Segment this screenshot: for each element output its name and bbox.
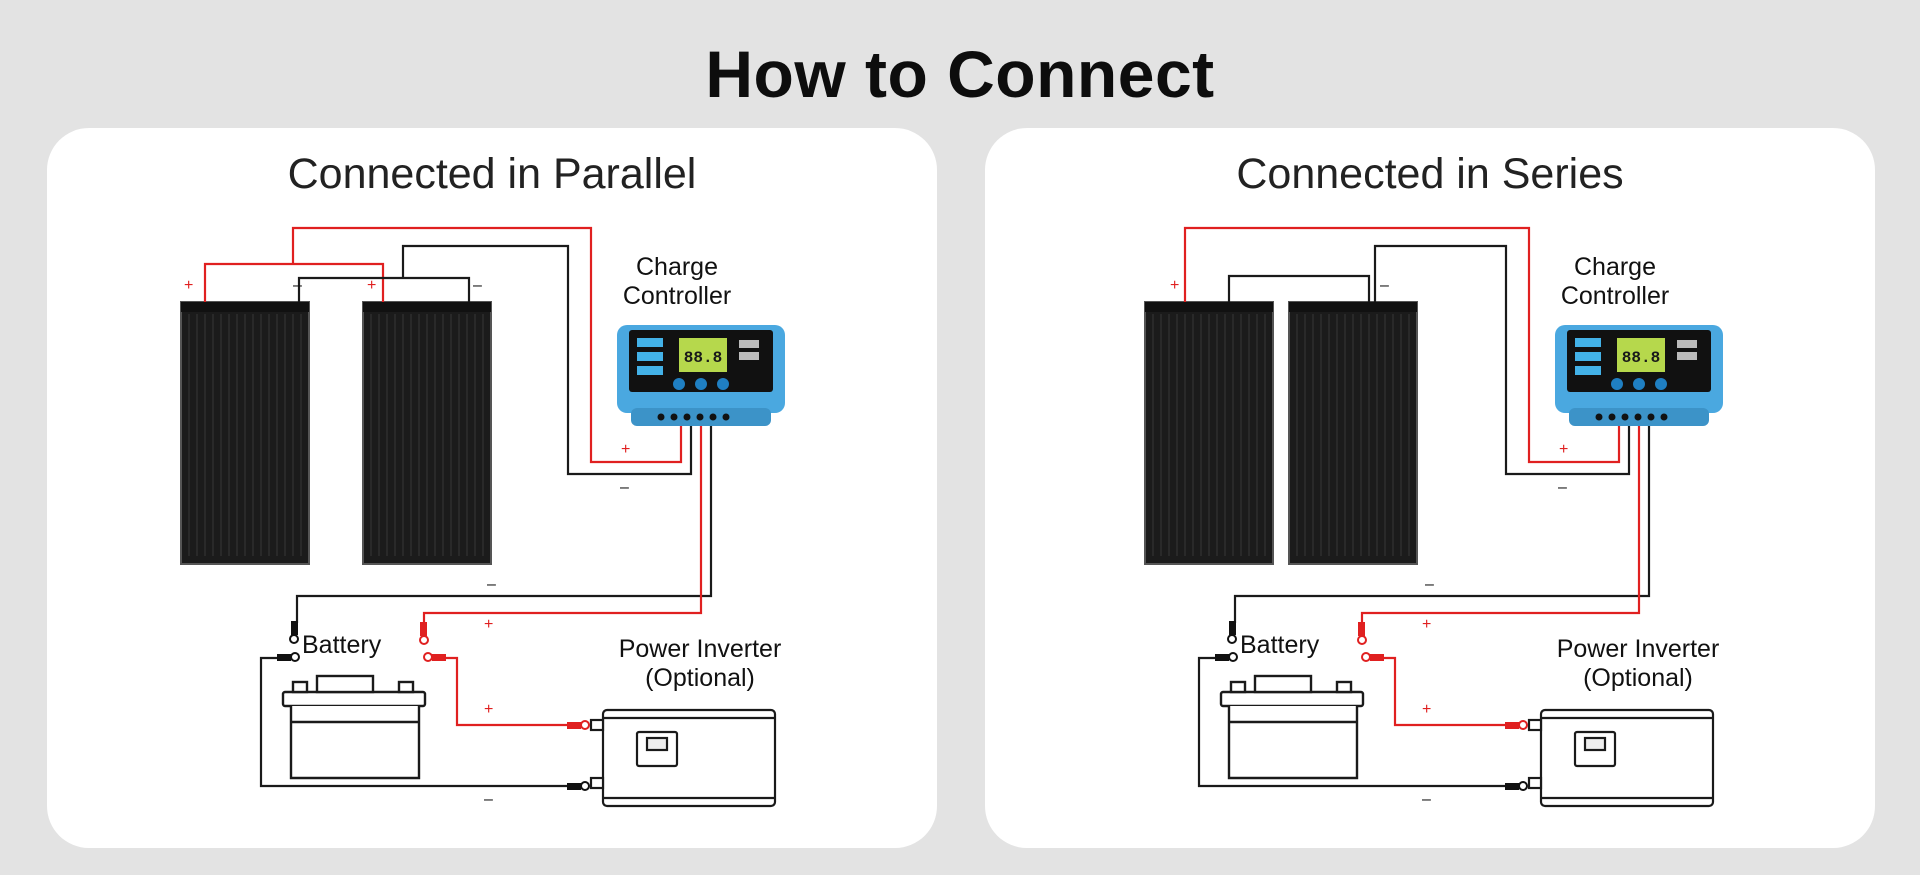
solar-panel-2 <box>362 301 492 565</box>
svg-text:88.8: 88.8 <box>684 349 722 367</box>
plus-marker: + <box>1422 701 1432 718</box>
positive-wire <box>291 226 683 464</box>
plus-marker: + <box>484 701 494 718</box>
series-diagram-card: Connected in Series <box>985 128 1875 848</box>
battery <box>1219 674 1365 780</box>
charge-controller-label: Charge Controller <box>1560 253 1670 310</box>
plus-marker: + <box>367 277 377 294</box>
minus-marker: – <box>293 277 302 294</box>
plus-marker: + <box>621 441 631 458</box>
minus-marker: – <box>484 791 493 808</box>
inverter-label: Power Inverter (Optional) <box>618 635 782 692</box>
positive-wire <box>422 420 703 626</box>
svg-text:88.8: 88.8 <box>1622 349 1660 367</box>
parallel-wiring-diagram: 88.8 <box>180 226 785 808</box>
negative-wire <box>1373 244 1631 476</box>
plus-marker: + <box>1170 277 1180 294</box>
battery-terminals <box>277 621 590 791</box>
negative-wire <box>297 276 471 302</box>
positive-wire <box>1370 656 1505 727</box>
page-title: How to Connect <box>705 37 1215 111</box>
parallel-diagram-card: Connected in Parallel <box>47 128 937 848</box>
negative-wire <box>295 420 713 623</box>
solar-panel-2 <box>1288 301 1418 565</box>
battery-terminals <box>1215 621 1528 791</box>
series-wiring-diagram: 88.8 <box>1144 226 1723 808</box>
charge-controller-label: Charge Controller <box>622 253 732 310</box>
charge-controller: 88.8 <box>617 325 785 426</box>
charge-controller: 88.8 <box>1555 325 1723 426</box>
minus-marker: – <box>487 576 496 593</box>
negative-wire <box>1197 656 1505 788</box>
minus-marker: – <box>1380 277 1389 294</box>
battery <box>281 674 427 780</box>
positive-wire <box>1360 420 1641 626</box>
solar-panel-1 <box>180 301 310 565</box>
negative-wire <box>1227 274 1371 302</box>
minus-marker: – <box>473 277 482 294</box>
minus-marker: – <box>1558 479 1567 496</box>
plus-marker: + <box>484 616 494 633</box>
power-inverter <box>1527 708 1715 808</box>
parallel-title: Connected in Parallel <box>287 150 697 198</box>
series-title: Connected in Series <box>1236 150 1624 198</box>
minus-marker: – <box>1422 791 1431 808</box>
solar-panel-1 <box>1144 301 1274 565</box>
battery-label: Battery <box>1240 631 1320 659</box>
plus-marker: + <box>184 277 194 294</box>
inverter-label: Power Inverter (Optional) <box>1556 635 1720 692</box>
battery-label: Battery <box>302 631 382 659</box>
positive-wire <box>1183 226 1621 464</box>
positive-wire <box>432 656 567 727</box>
negative-wire <box>1233 420 1651 623</box>
negative-wire <box>401 244 693 476</box>
power-inverter <box>589 708 777 808</box>
plus-marker: + <box>1422 616 1432 633</box>
minus-marker: – <box>1425 576 1434 593</box>
minus-marker: – <box>620 479 629 496</box>
negative-wire <box>259 656 567 788</box>
plus-marker: + <box>1559 441 1569 458</box>
